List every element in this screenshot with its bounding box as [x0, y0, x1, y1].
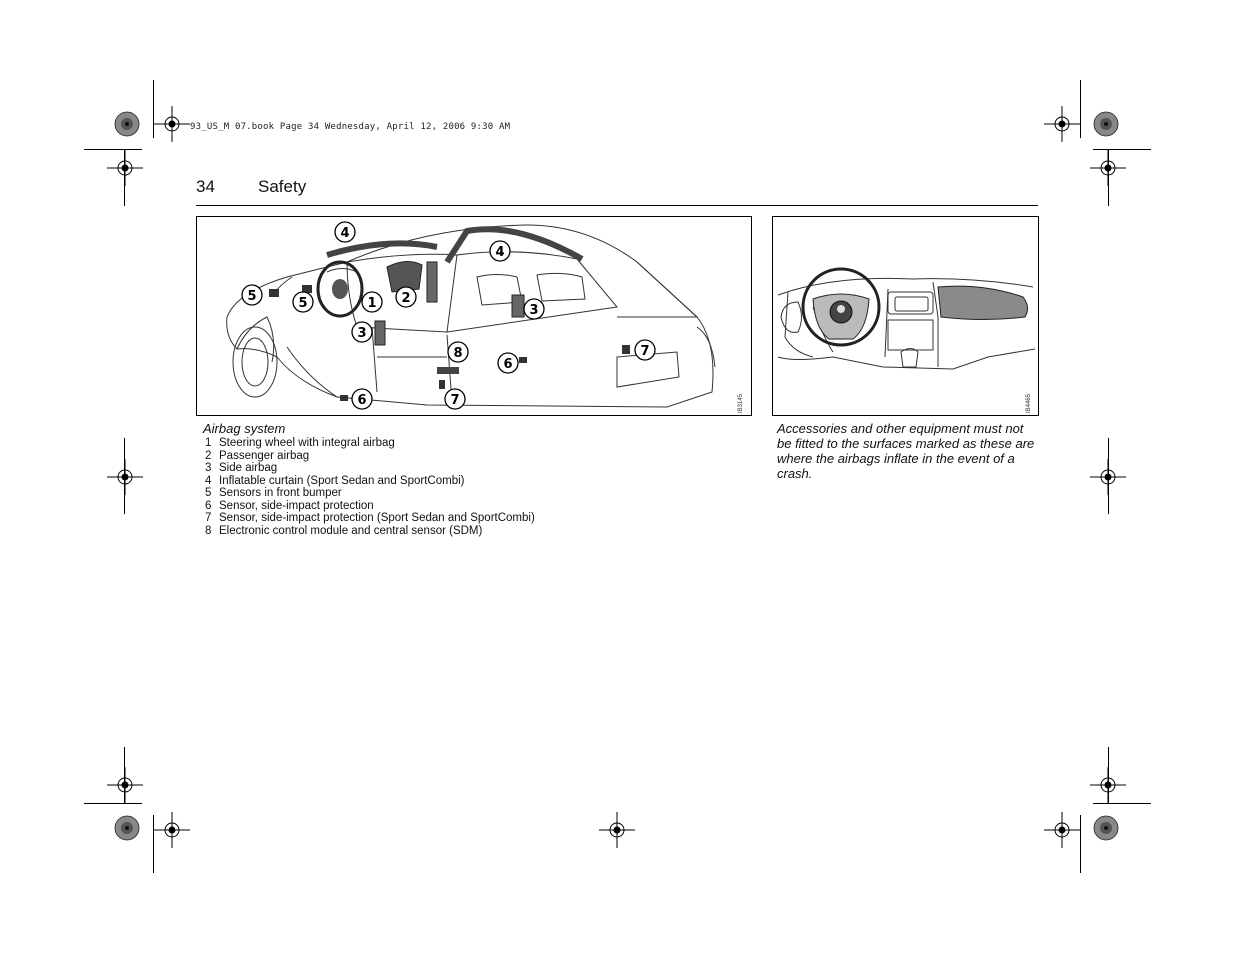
dashboard-figure: IB4465	[772, 216, 1039, 416]
section-title: Safety	[258, 177, 307, 196]
callout-7-a: 7	[634, 339, 656, 361]
svg-text:5: 5	[298, 296, 307, 311]
svg-text:4: 4	[340, 226, 349, 241]
svg-text:4: 4	[495, 245, 504, 260]
callout-5-b: 5	[292, 291, 314, 313]
svg-text:7: 7	[640, 344, 649, 359]
svg-text:6: 6	[503, 357, 512, 372]
callout-4-a: 4	[334, 221, 356, 243]
callout-6-a: 6	[497, 352, 519, 374]
callout-3-b: 3	[351, 321, 373, 343]
svg-text:7: 7	[450, 393, 459, 408]
callout-4-b: 4	[489, 240, 511, 262]
figure-id: IB4465	[1026, 393, 1032, 413]
accessory-warning-note: Accessories and other equipment must not…	[777, 421, 1035, 481]
airbag-system-figure: 4 4 5 5 1 2 3 3 8 6 7 6 7 IB3145	[196, 216, 752, 416]
callout-2: 2	[395, 286, 417, 308]
svg-text:1: 1	[367, 296, 376, 311]
figure-caption: Airbag system	[203, 421, 286, 436]
svg-text:3: 3	[357, 326, 366, 341]
figure-id: IB3145	[738, 393, 744, 413]
dashboard-illustration	[777, 267, 1036, 370]
svg-text:8: 8	[453, 346, 462, 361]
callout-7-b: 7	[444, 388, 466, 410]
callout-1: 1	[361, 291, 383, 313]
callout-6-b: 6	[351, 388, 373, 410]
svg-text:5: 5	[247, 289, 256, 304]
callout-5-a: 5	[241, 284, 263, 306]
header-rule	[196, 205, 1038, 206]
callout-3-a: 3	[523, 298, 545, 320]
svg-text:6: 6	[357, 393, 366, 408]
callout-8: 8	[447, 341, 469, 363]
car-illustration: 4 4 5 5 1 2 3 3 8 6 7 6 7	[226, 221, 716, 410]
print-slug: 93_US_M 07.book Page 34 Wednesday, April…	[190, 122, 511, 132]
svg-text:2: 2	[401, 291, 410, 306]
svg-text:3: 3	[529, 303, 538, 318]
page-number: 34	[196, 177, 215, 196]
